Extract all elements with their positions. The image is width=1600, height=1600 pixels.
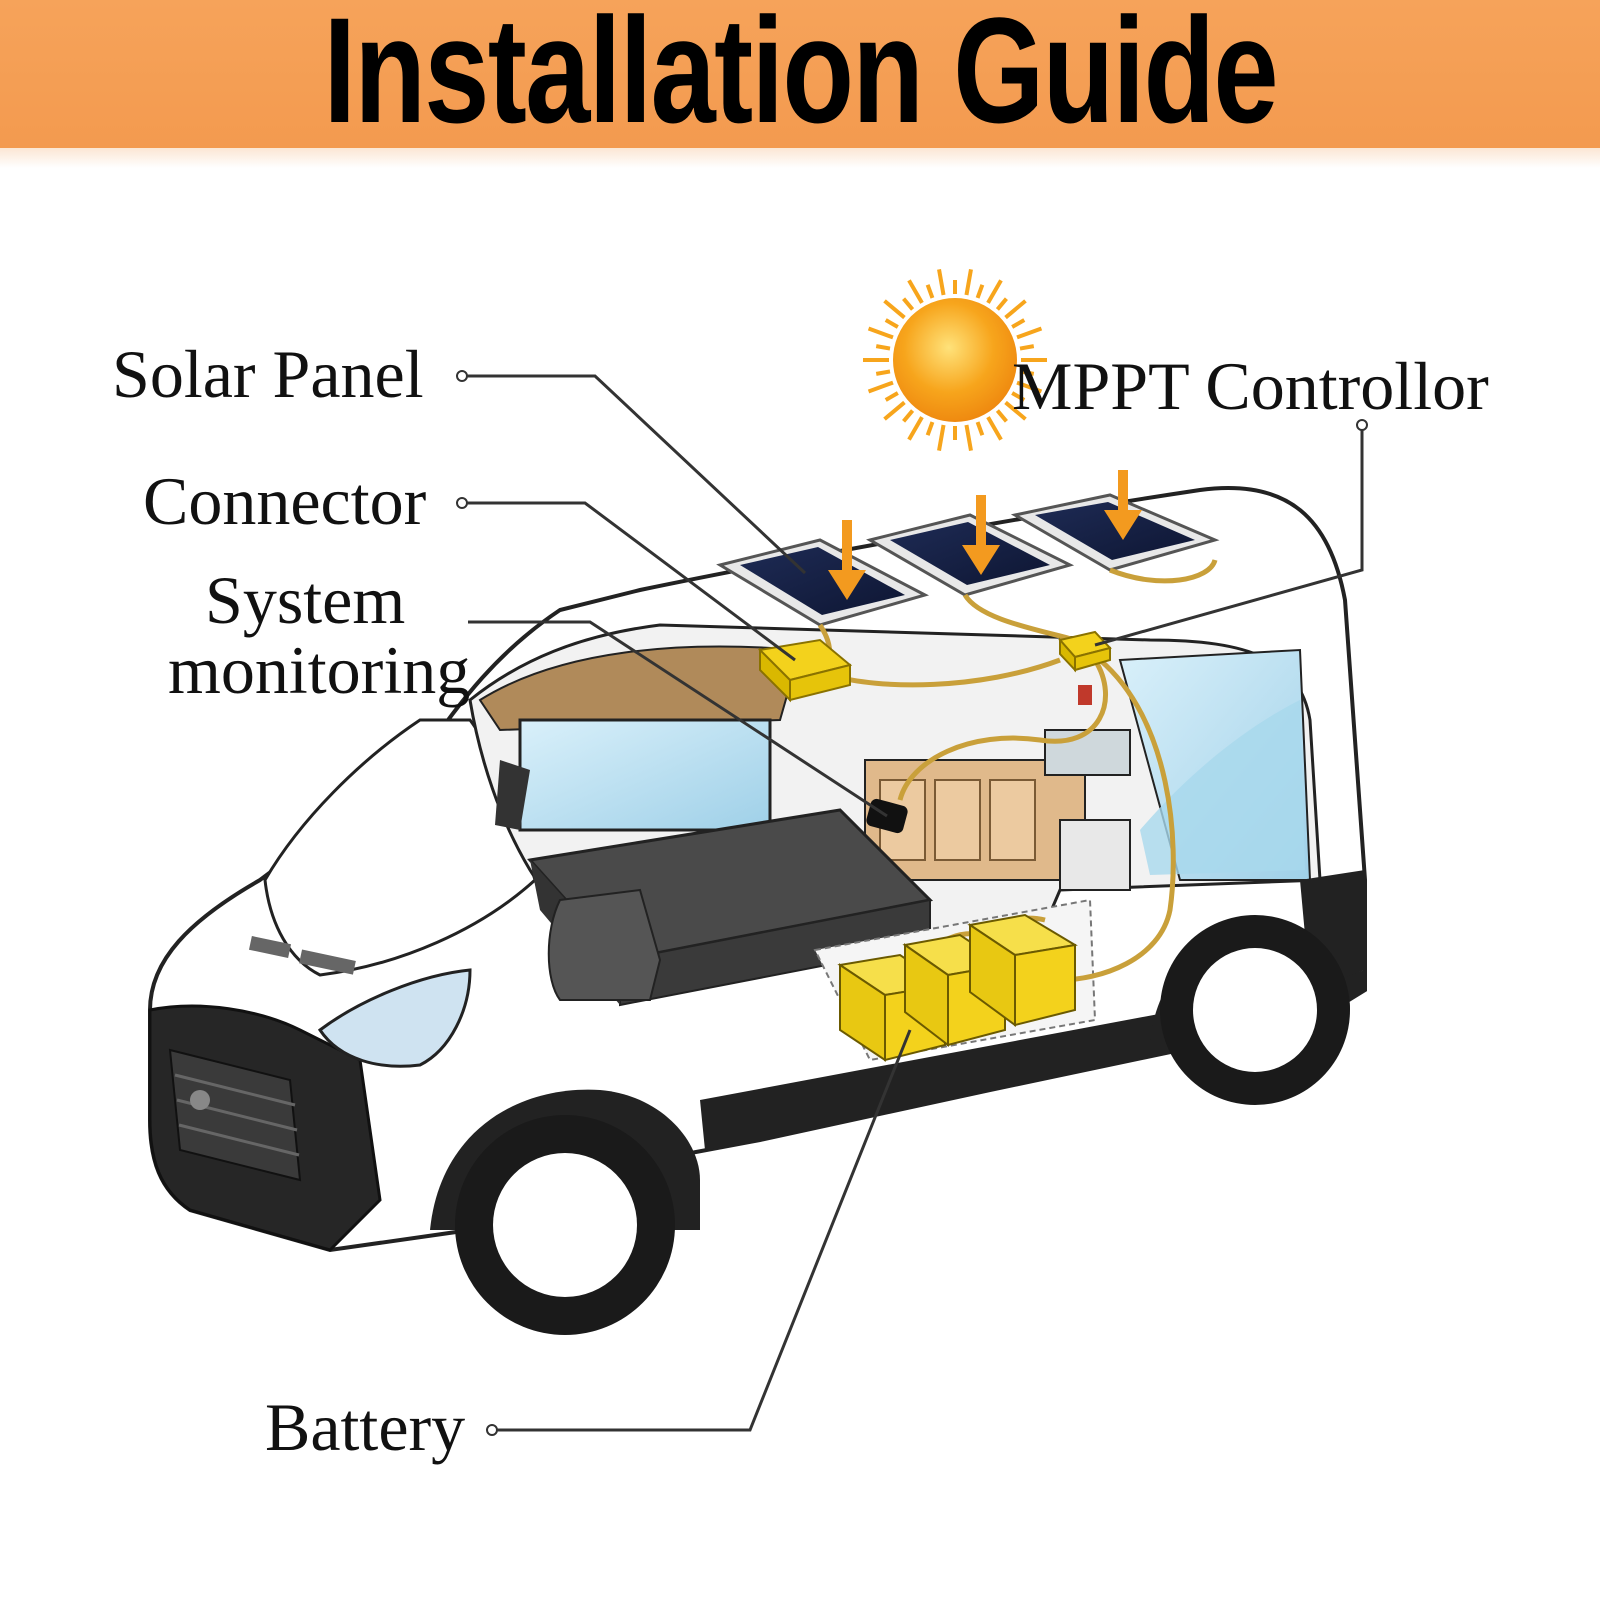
solar-panel-3	[1010, 493, 1220, 572]
label-mppt-controller: MPPT Controllor	[1012, 348, 1489, 424]
solar-panel-1	[716, 538, 930, 627]
solar-panels	[716, 493, 1220, 627]
sun-ray	[902, 297, 915, 311]
sun-ray	[867, 326, 894, 340]
sun-ray	[964, 424, 973, 451]
sun-ray	[1019, 369, 1035, 376]
sun-ray	[867, 380, 894, 394]
title-banner: Installation Guide	[0, 0, 1600, 150]
sun-ray	[907, 416, 924, 441]
leader-dots	[456, 370, 1368, 1436]
battery-bank	[837, 913, 1078, 1062]
mppt-controller-box	[1058, 630, 1112, 705]
sun-ray	[875, 369, 891, 376]
sun-ray	[1004, 400, 1027, 421]
sun-ray	[995, 409, 1008, 423]
sun-ray	[995, 297, 1008, 311]
label-battery: Battery	[265, 1389, 466, 1465]
battery-3	[967, 913, 1078, 1027]
sun-icon	[863, 269, 1047, 451]
sun-ray	[937, 424, 946, 451]
van-body	[148, 486, 1367, 1335]
sun-ray	[902, 409, 915, 423]
sun-ray	[875, 344, 891, 351]
sun-ray	[975, 284, 985, 299]
sun-ray	[1011, 318, 1026, 329]
sun-ray	[883, 400, 906, 421]
sun-ray	[1019, 344, 1035, 351]
page-title: Installation Guide	[323, 0, 1278, 154]
sun-ray	[883, 299, 906, 320]
banner-fade	[0, 148, 1600, 168]
sun-ray	[1011, 391, 1026, 402]
label-connector: Connector	[143, 463, 427, 539]
label-system-monitoring-line1: System	[205, 562, 406, 638]
sun-ray	[975, 421, 985, 436]
sun-ray	[986, 279, 1003, 304]
sun-ray	[925, 421, 935, 436]
sun-ray	[1004, 299, 1027, 320]
label-solar-panel: Solar Panel	[112, 336, 424, 412]
sun-ray	[907, 279, 924, 304]
sun-ray	[986, 416, 1003, 441]
sun-ray	[1016, 326, 1043, 340]
sun-ray	[964, 269, 973, 296]
sun-ray	[937, 269, 946, 296]
sun-ray	[1016, 380, 1043, 394]
sun-ray	[884, 318, 899, 329]
down-arrow-icon	[828, 470, 1142, 600]
sun-ray	[884, 391, 899, 402]
label-system-monitoring-line2: monitoring	[168, 632, 471, 708]
leader-lines	[462, 374, 1364, 1432]
sun-ray	[925, 284, 935, 299]
